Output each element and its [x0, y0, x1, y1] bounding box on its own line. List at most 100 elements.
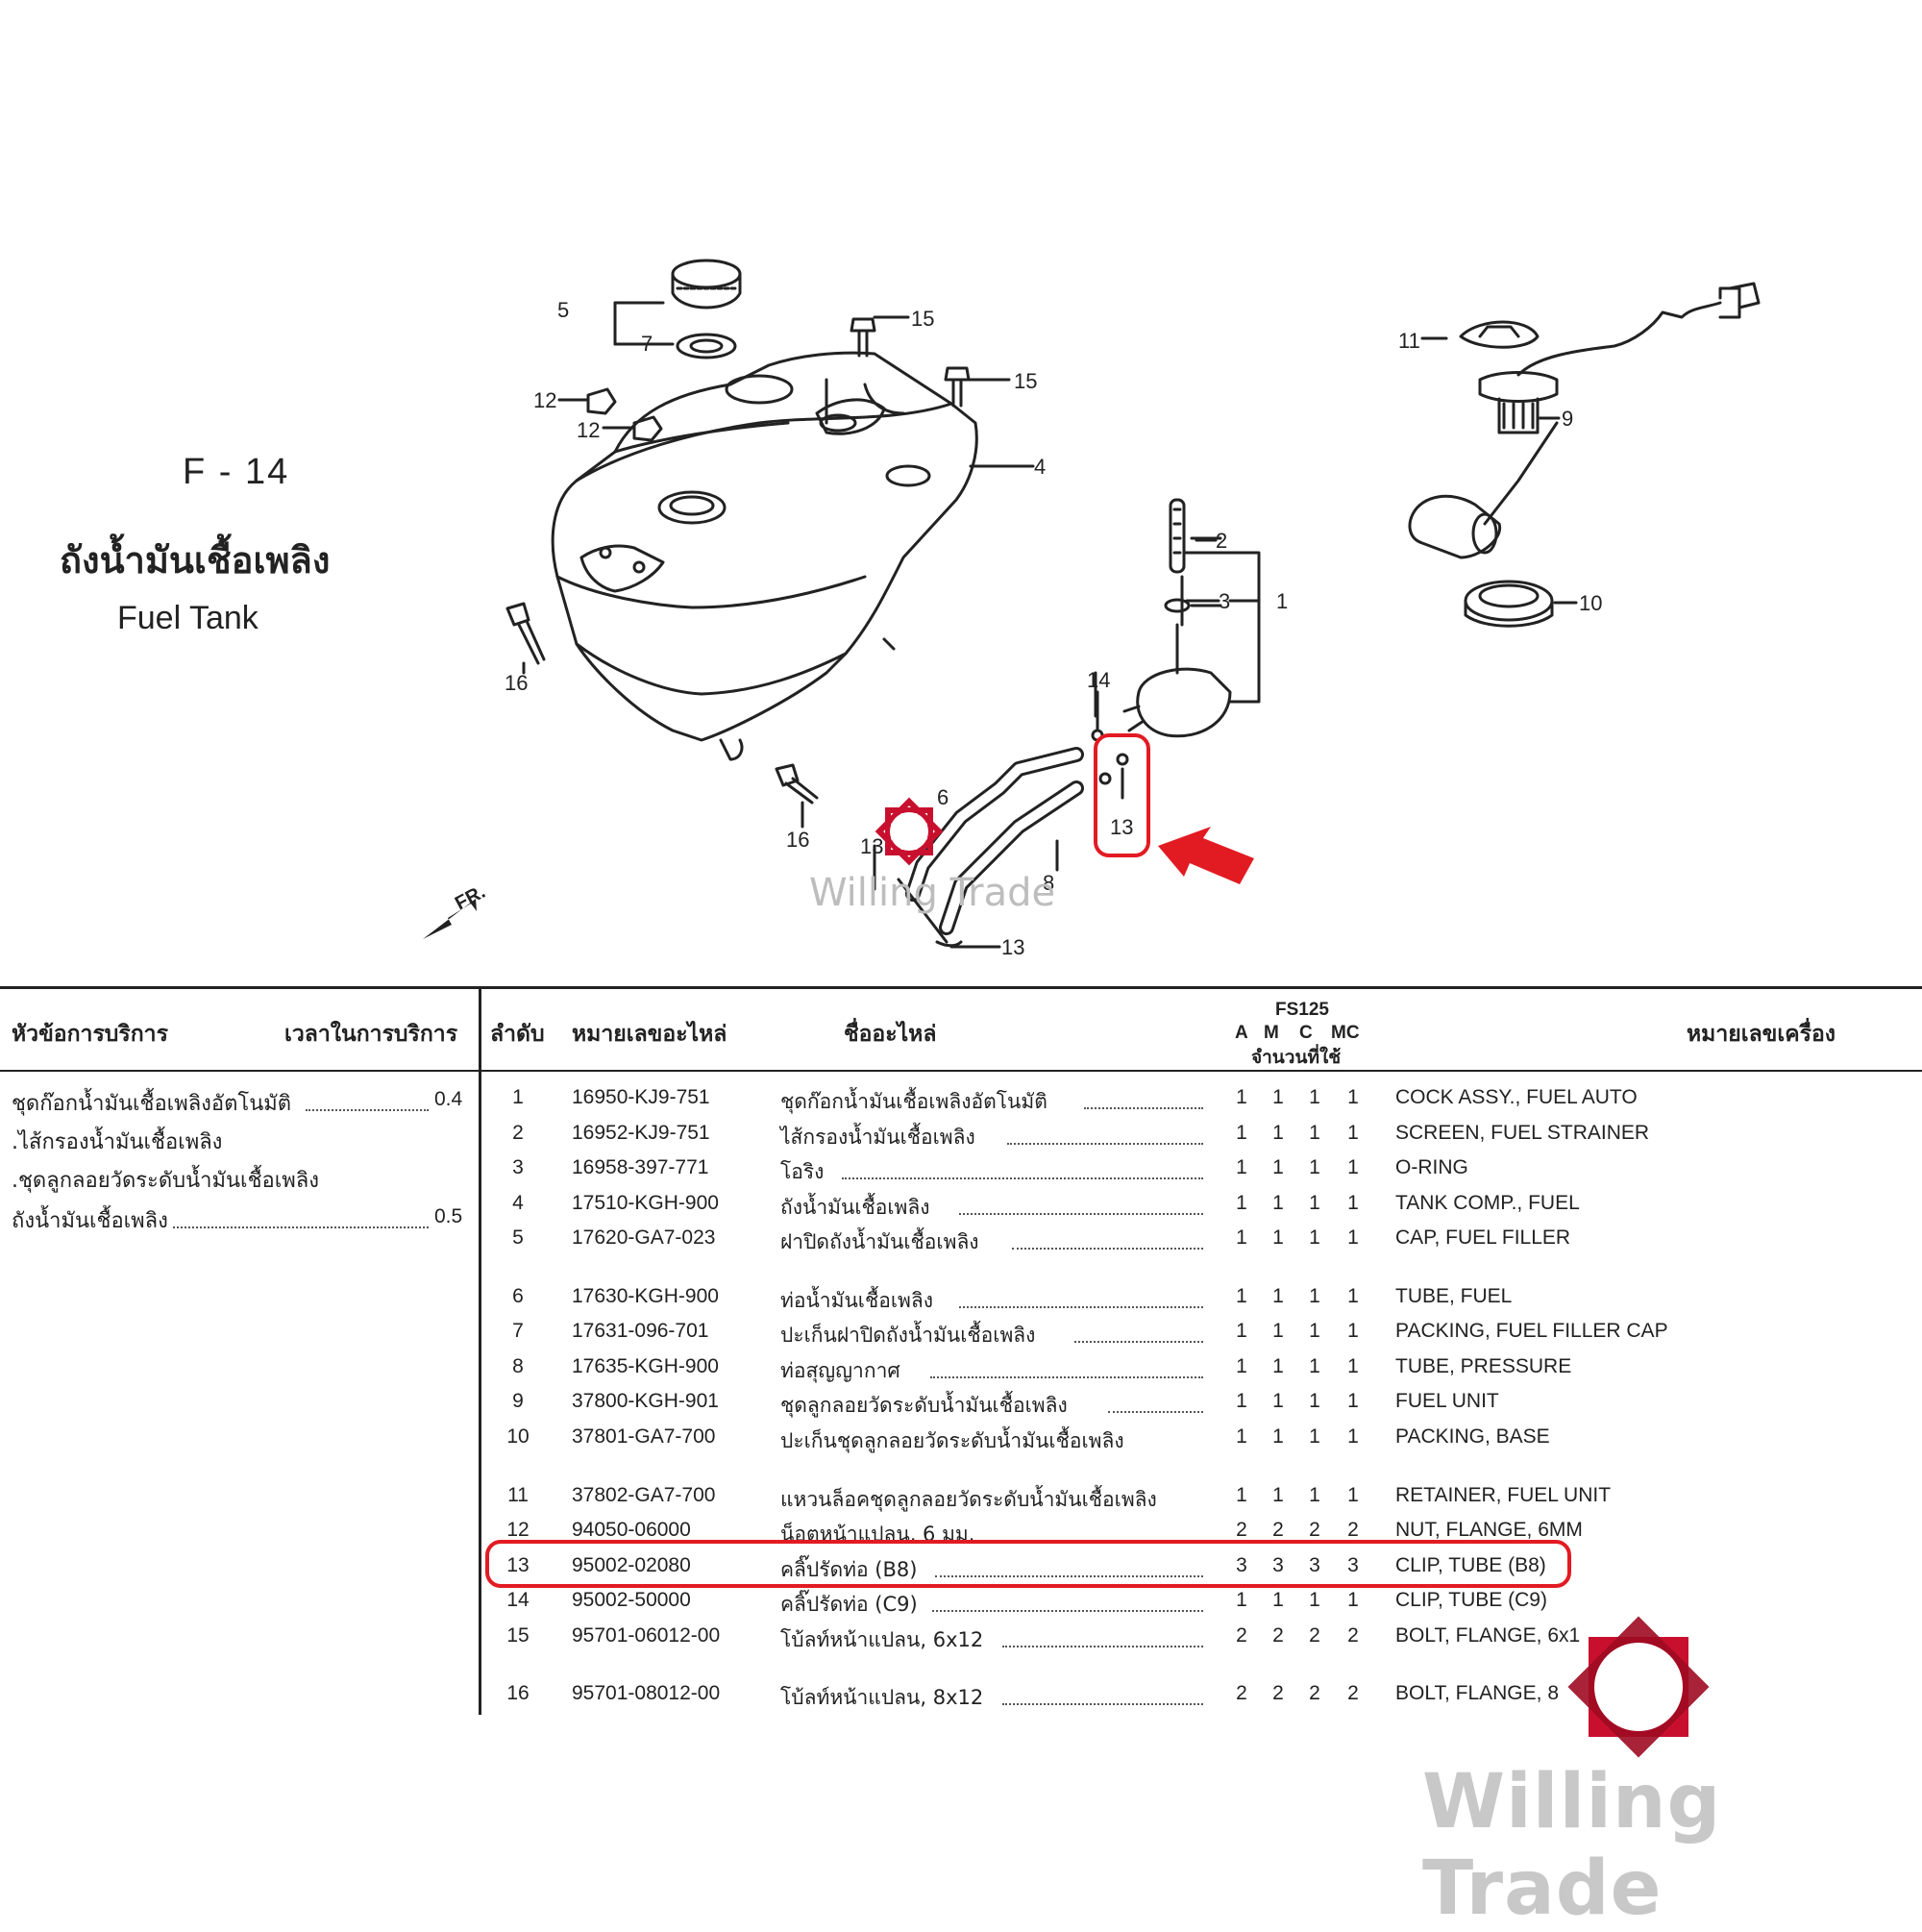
row-part-name-english: TANK COMP., FUEL	[1395, 1192, 1580, 1214]
row-part-number: 17510-KGH-900	[572, 1192, 719, 1214]
row-part-name-english: NUT, FLANGE, 6MM	[1395, 1519, 1583, 1541]
header-seq: ลำดับ	[490, 1022, 545, 1047]
row-seq: 14	[506, 1589, 530, 1611]
row-qty: 3	[1236, 1554, 1247, 1576]
section-title-english: Fuel Tank	[117, 600, 259, 636]
fuel-unit-illustration	[1408, 282, 1761, 559]
table-column-divider	[479, 986, 481, 1715]
callout-7: 7	[641, 332, 653, 356]
service-item-name: ถังน้ำมันเชื้อเพลิง	[12, 1209, 168, 1233]
callout-5: 5	[557, 298, 569, 322]
callout-3: 3	[1219, 589, 1230, 613]
row-qty: 1	[1347, 1320, 1359, 1342]
row-part-name-thai: ปะเก็นชุดลูกลอยวัดระดับน้ำมันเชื้อเพลิง	[780, 1429, 1124, 1452]
bolt-16-left-illustration	[505, 602, 546, 675]
row-qty: 2	[1309, 1519, 1320, 1541]
row-part-name-english: PACKING, BASE	[1395, 1425, 1550, 1448]
fuel-tube-illustration	[897, 747, 1084, 948]
row-part-number: 94050-06000	[572, 1519, 691, 1541]
row-part-name-english: FUEL UNIT	[1395, 1390, 1499, 1412]
row-qty: 1	[1236, 1226, 1247, 1249]
row-part-name-english: O-RING	[1395, 1156, 1468, 1178]
row-part-name-thai: ไส้กรองน้ำมันเชื้อเพลิง	[780, 1126, 975, 1149]
row-part-name-thai: โอริง	[780, 1160, 825, 1183]
section-code: F - 14	[183, 452, 290, 492]
row-part-number: 95701-06012-00	[572, 1624, 721, 1647]
nut-12-illustration	[557, 387, 663, 442]
row-qty: 1	[1236, 1355, 1247, 1377]
front-arrow-icon: FR.	[423, 881, 489, 939]
dot-leader	[1002, 1703, 1203, 1705]
row-seq: 8	[512, 1355, 524, 1377]
callout-10: 10	[1579, 591, 1602, 615]
row-seq: 4	[512, 1192, 524, 1214]
row-qty: 2	[1272, 1519, 1284, 1541]
dot-leader	[1012, 1248, 1203, 1250]
callout-13-highlighted: 13	[1110, 815, 1133, 839]
row-qty: 1	[1272, 1285, 1284, 1307]
row-qty: 1	[1309, 1192, 1320, 1214]
header-model: FS125	[1275, 1000, 1329, 1020]
row-qty: 2	[1236, 1682, 1247, 1704]
row-part-name-thai: ฝาปิดถังน้ำมันเชื้อเพลิง	[780, 1230, 979, 1253]
table-header-border	[0, 1070, 1922, 1072]
row-part-name-thai: คลิ๊ปรัดท่อ (C9)	[780, 1593, 918, 1616]
row-qty: 1	[1236, 1589, 1247, 1611]
row-qty: 3	[1309, 1554, 1320, 1576]
row-seq: 9	[512, 1390, 524, 1412]
highlight-callout-13	[1094, 733, 1150, 857]
row-part-number: 95701-08012-00	[572, 1682, 721, 1704]
dot-leader	[306, 1109, 429, 1111]
brand-watermark-text: Willing Trade	[1422, 1759, 1722, 1932]
row-part-number: 37801-GA7-700	[572, 1425, 716, 1448]
row-part-name-english: TUBE, PRESSURE	[1395, 1355, 1572, 1377]
row-seq: 5	[512, 1226, 524, 1249]
row-qty: 1	[1347, 1589, 1359, 1611]
header-part-name: ชื่ออะไหล่	[844, 1022, 937, 1047]
row-qty: 1	[1272, 1355, 1284, 1377]
callout-16b: 16	[786, 828, 809, 852]
row-qty: 1	[1347, 1226, 1359, 1249]
row-qty: 1	[1272, 1484, 1284, 1506]
service-item-name: ชุดก๊อกน้ำมันเชื้อเพลิงอัตโนมัติ	[12, 1092, 292, 1116]
row-qty: 1	[1347, 1122, 1359, 1144]
row-part-name-thai: ปะเก็นฝาปิดถังน้ำมันเชื้อเพลิง	[780, 1324, 1036, 1347]
diagram-watermark-text: Willing Trade	[809, 871, 1055, 915]
row-qty: 1	[1272, 1320, 1284, 1342]
row-qty: 1	[1347, 1156, 1359, 1178]
header-service-time: เวลาในการบริการ	[284, 1022, 458, 1047]
row-qty: 1	[1309, 1226, 1320, 1249]
row-part-name-english: COCK ASSY., FUEL AUTO	[1395, 1086, 1638, 1108]
row-part-name-english: PACKING, FUEL FILLER CAP	[1395, 1320, 1668, 1342]
row-qty: 1	[1347, 1285, 1359, 1307]
callout-15b: 15	[1014, 369, 1037, 393]
front-label: FR.	[452, 881, 489, 915]
row-qty: 1	[1272, 1122, 1284, 1144]
service-item-name: .ไส้กรองน้ำมันเชื้อเพลิง	[12, 1130, 223, 1154]
row-part-number: 17631-096-701	[572, 1320, 709, 1342]
row-part-name-english: TUBE, FUEL	[1395, 1285, 1513, 1307]
row-qty: 2	[1347, 1682, 1359, 1704]
row-qty: 1	[1309, 1425, 1320, 1448]
row-seq: 16	[506, 1682, 530, 1704]
dot-leader	[1002, 1646, 1203, 1647]
row-part-name-english: RETAINER, FUEL UNIT	[1395, 1484, 1612, 1506]
row-qty: 1	[1309, 1390, 1320, 1412]
row-qty: 1	[1309, 1589, 1320, 1611]
callout-numbers: 2 3 1 4 5 7 15 15 12 12 16 16 14 13 13 1…	[505, 298, 1602, 959]
bolt-15-lower-illustration	[944, 366, 1011, 408]
row-qty: 2	[1272, 1682, 1284, 1704]
header-engine-number: หมายเลขเครื่อง	[1687, 1022, 1836, 1047]
diagram-watermark: Willing Trade	[809, 797, 1055, 915]
section-title-thai: ถังน้ำมันเชื้อเพลิง	[60, 539, 331, 582]
parts-diagram: FR. 2 3 1 4 5 7 15 15 12 12 16 16 14 13 …	[423, 259, 1761, 959]
row-qty: 1	[1347, 1390, 1359, 1412]
row-qty: 1	[1272, 1390, 1284, 1412]
row-qty: 1	[1236, 1425, 1247, 1448]
row-qty: 1	[1309, 1086, 1320, 1108]
row-qty: 2	[1236, 1624, 1247, 1647]
row-part-name-thai: ถังน้ำมันเชื้อเพลิง	[780, 1196, 930, 1219]
dot-leader	[932, 1610, 1203, 1612]
row-qty: 1	[1272, 1156, 1284, 1178]
header-qty-col: M	[1264, 1023, 1279, 1043]
